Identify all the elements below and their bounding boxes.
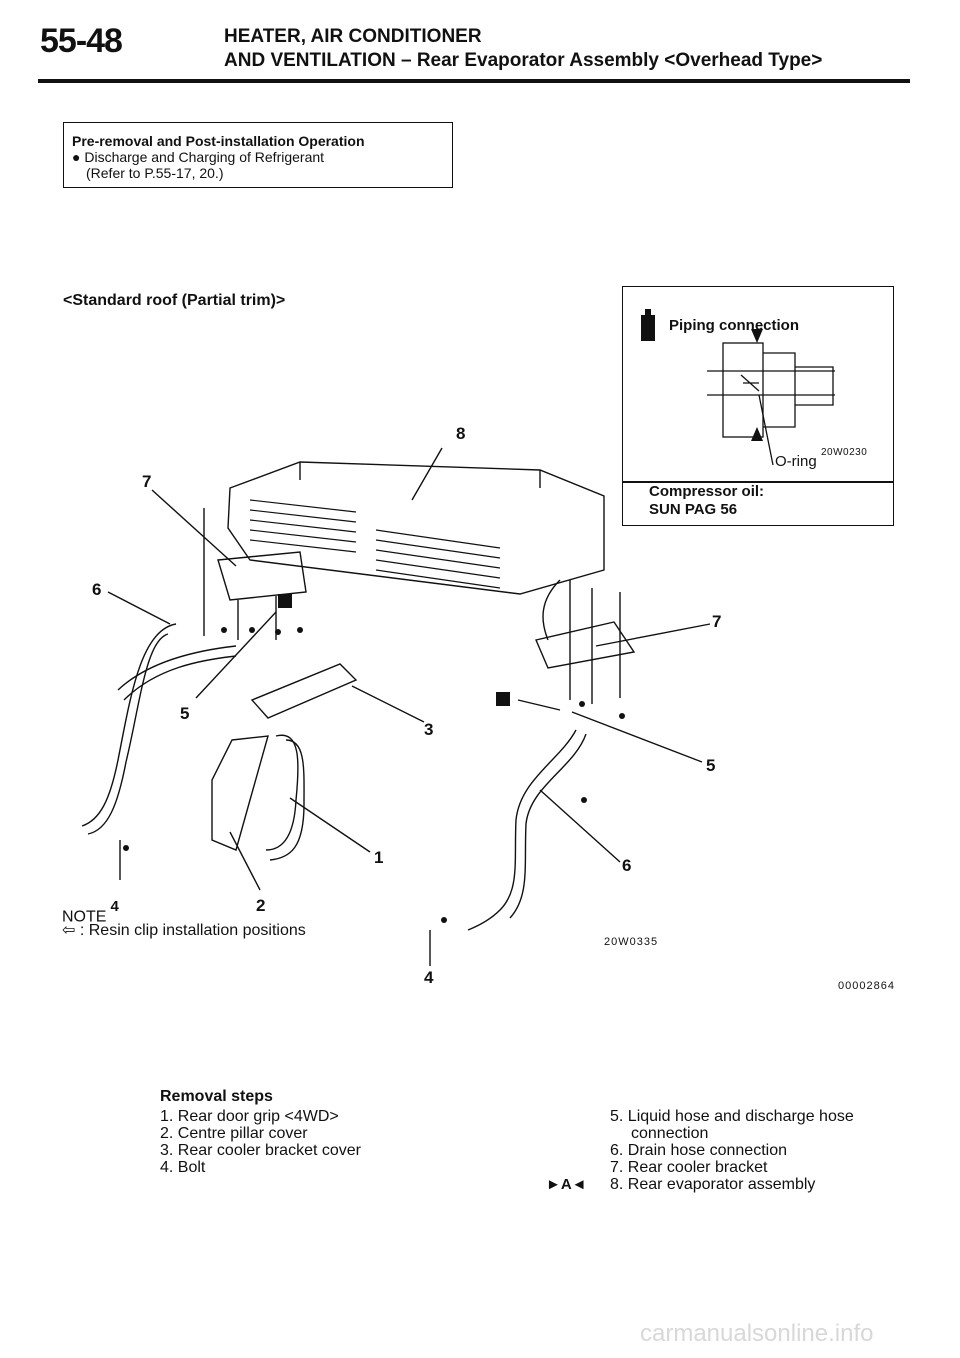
evaporator-housing — [227, 461, 605, 595]
page-number: 55-48 — [40, 22, 123, 60]
list-item: 4. Bolt — [160, 1159, 206, 1176]
roof-label: <Standard roof (Partial trim)> — [63, 292, 286, 309]
oil-type: SUN PAG 56 — [649, 501, 738, 518]
note-label: NOTE — [62, 908, 107, 926]
callout-4-bottom: 4 — [424, 968, 434, 987]
callout-5-right: 5 — [706, 756, 716, 775]
oil-label: Compressor oil: — [649, 483, 765, 500]
piping-divider — [623, 481, 893, 483]
door-grip — [265, 734, 299, 851]
resin-clip-text: : Resin clip installation positions — [79, 922, 306, 939]
pre-removal-ref: (Refer to P.55-17, 20.) — [86, 165, 224, 181]
list-item: 1. Rear door grip <4WD> — [160, 1108, 339, 1125]
callout-6-left: 6 — [92, 580, 102, 599]
callout-2: 2 — [256, 896, 266, 915]
piping-connection-illustration — [641, 309, 835, 466]
page-code: 00002864 — [838, 980, 895, 992]
section-title: HEATER, AIR CONDITIONER — [224, 26, 482, 47]
piping-title: Piping connection — [669, 317, 799, 334]
list-item: 3. Rear cooler bracket cover — [160, 1142, 361, 1159]
right-bracket — [535, 621, 636, 669]
pillar-cover — [211, 735, 269, 851]
oring-label: O-ring — [775, 453, 817, 470]
resin-clip-note: ⇦ : Resin clip installation positions — [62, 920, 306, 940]
callout-8: 8 — [456, 424, 466, 443]
callout-6-right: 6 — [622, 856, 632, 875]
header-rule — [38, 79, 910, 83]
bracket-cover — [250, 663, 358, 719]
list-item: 7. Rear cooler bracket — [610, 1159, 768, 1176]
section-subtitle: AND VENTILATION – Rear Evaporator Assemb… — [224, 50, 823, 71]
callout-7-left: 7 — [142, 472, 152, 491]
pre-removal-box: Pre-removal and Post-installation Operat… — [63, 122, 453, 188]
list-item: 2. Centre pillar cover — [160, 1125, 308, 1142]
figure-code: 20W0335 — [604, 936, 659, 948]
callout-4-left: 4 — [110, 898, 119, 915]
evaporator-louvers — [249, 499, 501, 589]
left-bracket — [217, 551, 307, 601]
removal-steps-right: 5. Liquid hose and discharge hose connec… — [610, 1108, 854, 1193]
piping-connection-box: Piping connection O-ring 20W0230 Compres… — [622, 286, 894, 526]
right-pipe-a — [467, 729, 577, 931]
compressor-oil-note: Compressor oil: SUN PAG 56 — [649, 483, 764, 519]
resin-clip-icon: ⇦ — [62, 922, 76, 939]
watermark: carmanualsonline.info — [640, 1320, 874, 1347]
list-item: 5. Liquid hose and discharge hose — [610, 1108, 854, 1125]
left-pipe-a — [81, 623, 177, 827]
piping-figure-code: 20W0230 — [821, 447, 868, 458]
list-item: connection — [631, 1125, 709, 1142]
list-item: 8. Rear evaporator assembly — [610, 1176, 816, 1193]
pre-removal-title: Pre-removal and Post-installation Operat… — [72, 133, 365, 149]
removal-steps-left: 1. Rear door grip <4WD> 2. Centre pillar… — [160, 1108, 361, 1176]
list-item: 6. Drain hose connection — [610, 1142, 787, 1159]
service-marker: ►A◄ — [546, 1176, 587, 1193]
n-marker-right — [496, 692, 510, 706]
pre-removal-item: ● Discharge and Charging of Refrigerant — [72, 149, 325, 165]
callout-5-left: 5 — [180, 704, 190, 723]
removal-steps-title: Removal steps — [160, 1088, 273, 1105]
n-marker-left — [278, 594, 292, 608]
note: NOTE4 — [62, 898, 119, 926]
callout-1: 1 — [374, 848, 384, 867]
oil-can-icon — [641, 315, 655, 341]
callout-7-right: 7 — [712, 612, 722, 631]
callout-3: 3 — [424, 720, 434, 739]
left-pipe-b — [117, 645, 237, 691]
